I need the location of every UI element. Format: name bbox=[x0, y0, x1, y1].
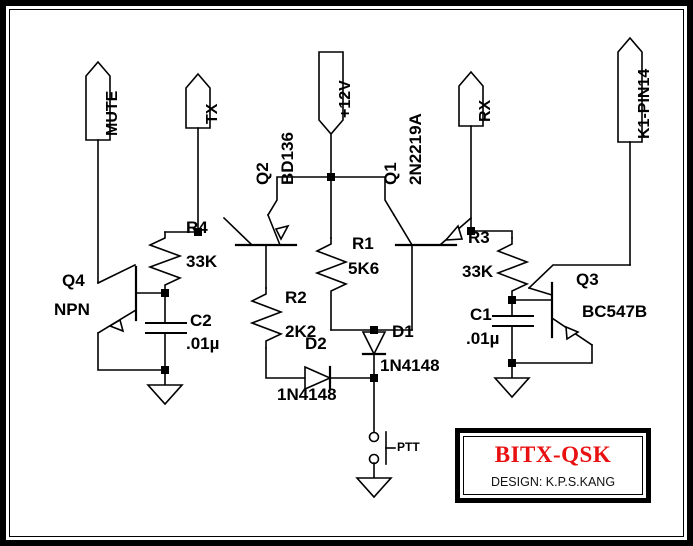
junction-q3-base bbox=[508, 296, 516, 304]
flag-12v-shape bbox=[318, 51, 344, 136]
q2-emitter-arrow bbox=[274, 224, 290, 241]
junction-q4-base bbox=[161, 289, 169, 297]
junction-tx bbox=[194, 228, 202, 236]
q1-emitter-arrow bbox=[444, 224, 464, 241]
r2-refdes: R2 bbox=[285, 288, 307, 307]
junction-ptt-node bbox=[370, 374, 378, 382]
q3-emitter-arrow bbox=[565, 325, 580, 341]
d2-refdes: D2 bbox=[305, 334, 327, 353]
d1-triangle bbox=[361, 331, 387, 356]
sheet-border-inner bbox=[9, 9, 684, 537]
ground-symbol-q3 bbox=[493, 377, 531, 399]
ptt-terminal-top bbox=[368, 431, 380, 443]
junction-q3-gnd bbox=[508, 359, 516, 367]
junction-q4-gnd bbox=[161, 366, 169, 374]
title-block: BITX-QSK DESIGN: K.P.S.KANG bbox=[455, 428, 651, 503]
wire-r2-to-d2 bbox=[265, 347, 306, 379]
wire-k1-to-q3-collector bbox=[527, 264, 631, 290]
c2-refdes: C2 bbox=[190, 311, 212, 330]
junction-rx bbox=[467, 227, 475, 235]
c1-refdes: C1 bbox=[470, 305, 492, 324]
wire-rx-to-r3 bbox=[470, 230, 513, 239]
c2-value: .01µ bbox=[186, 334, 220, 353]
r3-symbol bbox=[495, 237, 530, 301]
r3-refdes: R3 bbox=[468, 228, 490, 247]
title-block-title: BITX-QSK bbox=[494, 442, 612, 467]
q3-part-number: BC547B bbox=[582, 302, 648, 321]
wire-q4-emitter-to-gnd bbox=[97, 332, 166, 371]
r2-value: 2K2 bbox=[285, 322, 317, 341]
wire-q4-collector bbox=[96, 263, 137, 285]
flag-label-k1pin14: K1-PIN14 bbox=[636, 68, 653, 139]
r1-symbol bbox=[314, 237, 349, 331]
flag-label-tx: TX bbox=[204, 103, 221, 124]
wire-q3-emitter-to-gnd bbox=[511, 344, 593, 364]
q2-collector-lead bbox=[222, 216, 254, 247]
r1-value: 5K6 bbox=[348, 259, 380, 278]
ground-symbol-q4 bbox=[146, 384, 184, 406]
q3-collector-lead bbox=[528, 287, 553, 296]
flag-label-mute: MUTE bbox=[104, 90, 121, 136]
junction-d1-top bbox=[370, 326, 378, 334]
c1-value: .01µ bbox=[466, 329, 500, 348]
q4-part-number: NPN bbox=[54, 300, 90, 319]
q2-emitter-lead bbox=[266, 213, 282, 247]
r3-value: 33K bbox=[462, 262, 494, 281]
q2-refdes: Q2 bbox=[253, 162, 272, 185]
d2-triangle bbox=[304, 365, 332, 391]
q1-collector-lead bbox=[392, 213, 414, 247]
d2-value: 1N4148 bbox=[277, 385, 337, 404]
q4-emitter-arrow bbox=[108, 318, 125, 333]
ptt-label: PTT bbox=[397, 440, 420, 454]
d1-value: 1N4148 bbox=[380, 356, 440, 375]
ground-symbol-ptt bbox=[355, 477, 393, 499]
wire-12v-to-q2-emitter bbox=[266, 176, 332, 217]
q1-part-number: 2N2219A bbox=[406, 113, 425, 185]
flag-label-12v: +12V bbox=[337, 80, 354, 118]
title-block-designer: DESIGN: K.P.S.KANG bbox=[490, 475, 616, 489]
q4-refdes: Q4 bbox=[62, 271, 85, 290]
flag-label-rx: RX bbox=[477, 99, 494, 122]
q2-part-number: BD136 bbox=[278, 132, 297, 185]
r2-symbol bbox=[249, 287, 284, 349]
r1-refdes: R1 bbox=[352, 234, 374, 253]
wire-12v-to-q1-emitter bbox=[330, 176, 396, 217]
q1-refdes: Q1 bbox=[381, 162, 400, 185]
q3-refdes: Q3 bbox=[576, 270, 599, 289]
d1-refdes: D1 bbox=[392, 322, 414, 341]
r4-value: 33K bbox=[186, 252, 218, 271]
r4-refdes: R4 bbox=[186, 218, 208, 237]
junction-12v bbox=[327, 173, 335, 181]
r4-symbol bbox=[147, 231, 183, 294]
ptt-terminal-bottom bbox=[368, 453, 380, 465]
